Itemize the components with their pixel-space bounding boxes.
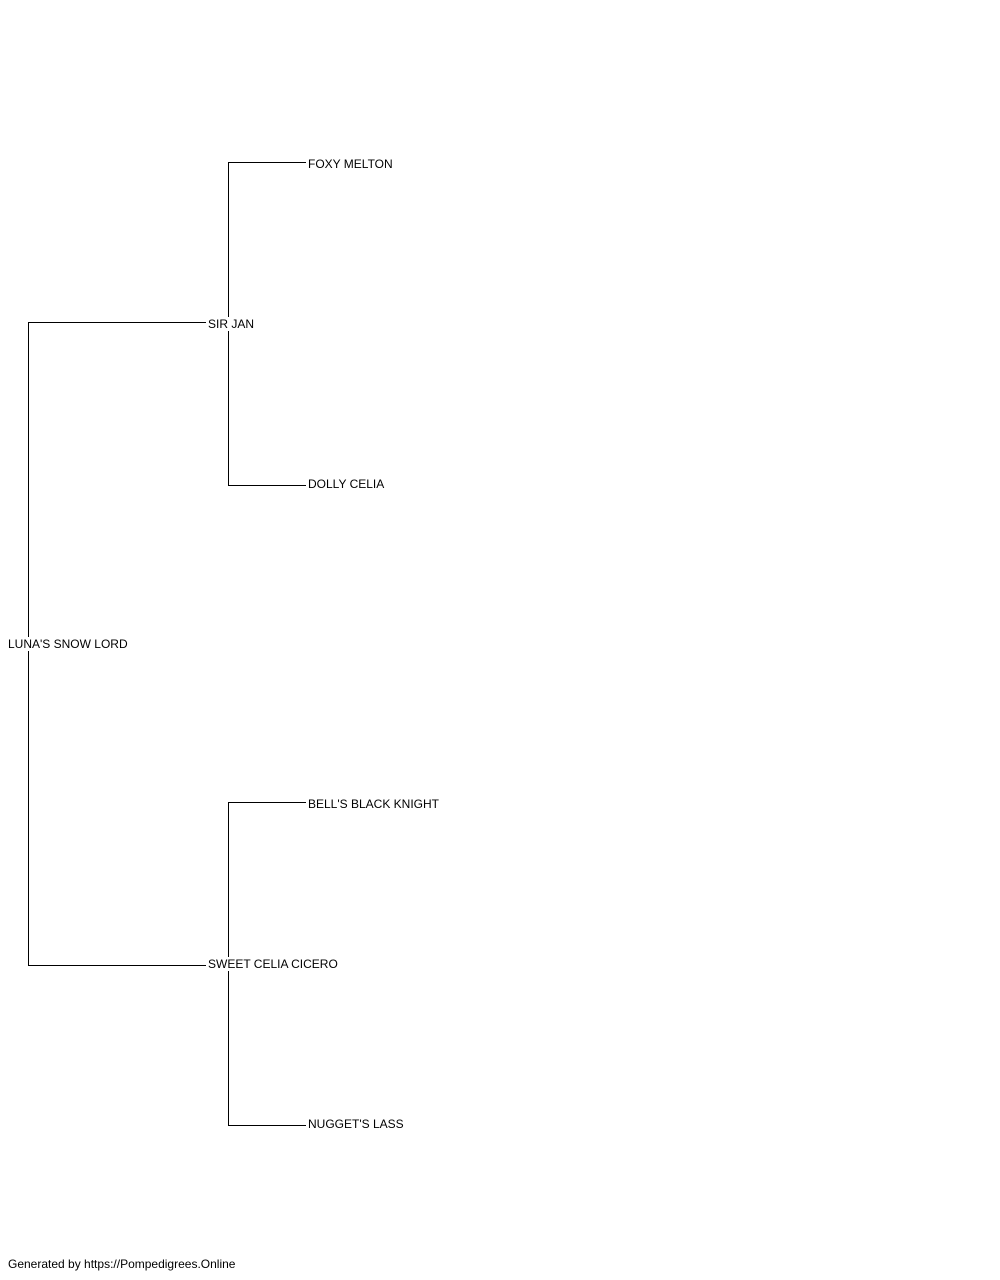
pedigree-sire-sire: FOXY MELTON	[308, 157, 393, 171]
pedigree-dam-sire: BELL'S BLACK KNIGHT	[308, 797, 440, 811]
pedigree-dam: SWEET CELIA CICERO	[208, 957, 338, 971]
pedigree-dam-dam: NUGGET'S LASS	[308, 1117, 404, 1131]
pedigree-sire: SIR JAN	[208, 317, 255, 331]
pedigree-subject: LUNA'S SNOW LORD	[8, 637, 128, 651]
pedigree-sire-dam: DOLLY CELIA	[308, 477, 385, 491]
generated-by-footer: Generated by https://Pompedigrees.Online	[8, 1257, 236, 1271]
